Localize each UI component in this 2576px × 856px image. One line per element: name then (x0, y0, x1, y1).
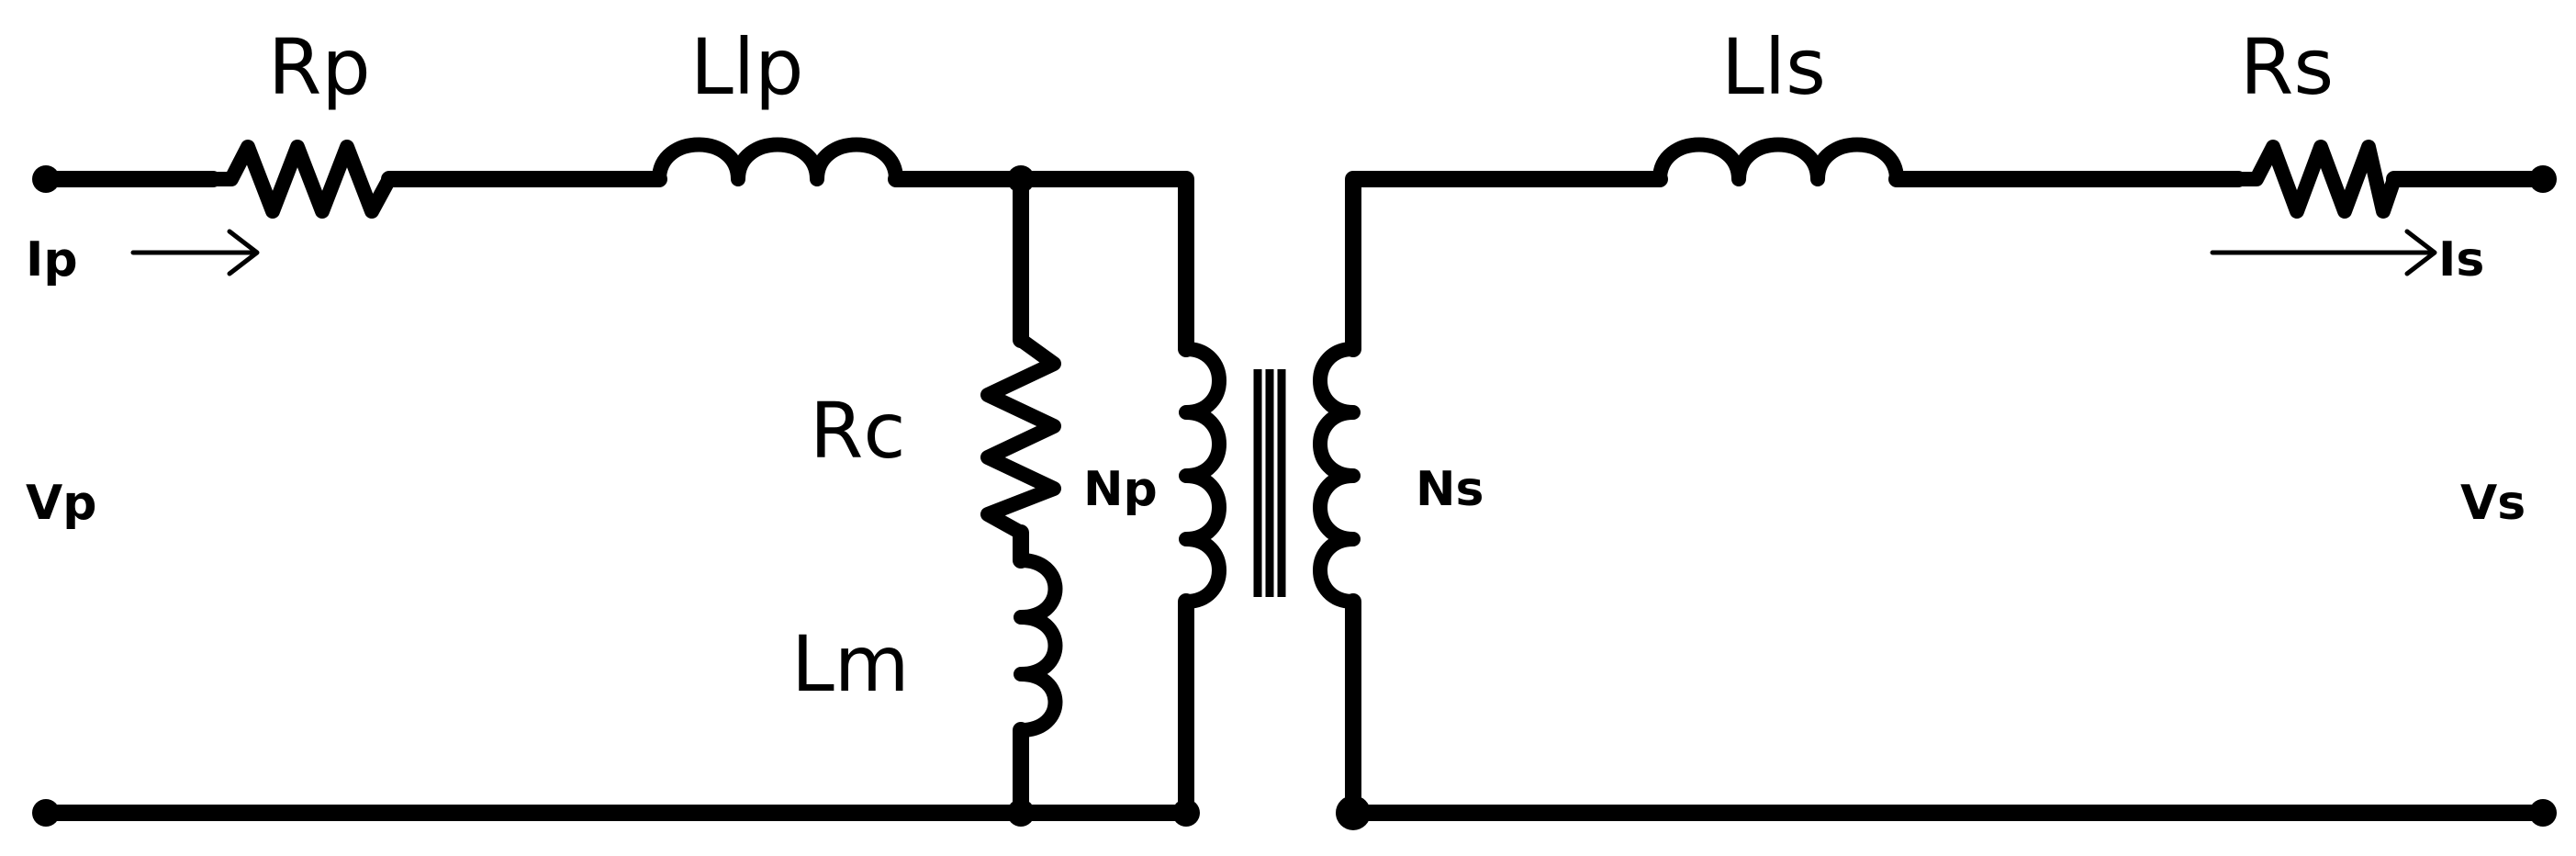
primary-wires (38, 171, 1194, 821)
primary-bottom-terminal (32, 799, 60, 827)
secondary-winding-bottom-node (1336, 795, 1371, 830)
secondary-top-wire-1 (1345, 171, 1668, 357)
llp-inductor (652, 137, 903, 186)
vs-label: Vs (2460, 476, 2526, 531)
ns-label: Ns (1416, 462, 1484, 517)
nodes (32, 165, 2557, 830)
llp-label: Llp (690, 22, 803, 112)
is-arrow-head (2404, 229, 2437, 276)
rp-label: Rp (268, 22, 371, 112)
rp-resistor (206, 140, 397, 219)
shunt-top-junction (1007, 165, 1035, 193)
lls-label: Lls (1721, 22, 1826, 112)
is-current-arrow (2210, 229, 2437, 276)
secondary-bottom-terminal (2529, 799, 2557, 827)
lm-label: Lm (791, 619, 910, 709)
primary-top-terminal (32, 165, 60, 193)
transformer-core (1253, 369, 1286, 597)
primary-winding-bottom-node (1172, 799, 1200, 827)
vp-label: Vp (26, 476, 96, 531)
ip-arrow-head (227, 229, 260, 276)
ip-current-arrow (130, 229, 260, 276)
ns-secondary-winding (1313, 342, 1361, 609)
rs-label: Rs (2240, 22, 2334, 112)
np-primary-winding (1179, 342, 1226, 609)
secondary-top-terminal (2529, 165, 2557, 193)
ip-label: Ip (26, 232, 78, 287)
lm-inductor (1014, 553, 1063, 738)
rs-resistor (2231, 140, 2402, 219)
shunt-bottom-junction (1007, 799, 1035, 827)
rc-label: Rc (810, 386, 906, 476)
np-label: Np (1083, 462, 1158, 517)
secondary-wires (1345, 171, 2551, 821)
lls-inductor (1652, 137, 1904, 186)
rc-resistor (980, 332, 1061, 540)
primary-top-wire-3 (888, 171, 1194, 357)
is-label: Is (2438, 232, 2484, 287)
